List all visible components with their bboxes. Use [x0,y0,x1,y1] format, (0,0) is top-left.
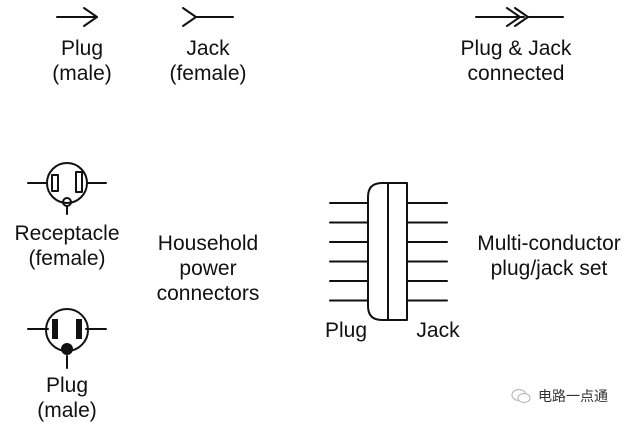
connected-label: Plug & Jack connected [440,36,592,86]
jack-label: Jack (female) [158,36,258,86]
plug-symbol [56,7,98,27]
household-plug-label: Plug (male) [25,373,109,423]
plug-label-line1: Plug [60,37,104,60]
watermark: 电路一点通 [510,386,608,406]
multiconductor-jack-label-text: Jack [416,319,460,342]
plug-left-blade [52,319,58,339]
connected-label-line1: Plug & Jack [460,37,572,60]
wechat-icon [511,388,531,404]
multiconductor-body [367,182,408,321]
receptacle-symbol [27,162,107,215]
receptacle-body [46,162,88,204]
household-caption-line3: connectors [156,282,260,305]
plug-label: Plug (male) [40,36,124,86]
plug-right-blade [76,319,82,339]
plug-label-line2: (male) [52,62,112,85]
household-plug-symbol [27,308,107,369]
jack-symbol-chevron [182,7,197,27]
receptacle-label-line2: (female) [28,247,106,270]
multiconductor-caption-line2: plug/jack set [490,257,608,280]
receptacle-label: Receptacle (female) [4,221,130,271]
household-caption: Household power connectors [140,231,276,306]
multiconductor-plug-label-text: Plug [324,319,368,342]
connected-label-line2: connected [467,62,565,85]
multiconductor-caption-line1: Multi-conductor [477,232,621,255]
connected-symbol [475,7,564,27]
receptacle-right-slot [75,171,83,193]
multiconductor-caption: Multi-conductor plug/jack set [462,231,636,281]
household-plug-label-line1: Plug [45,374,89,397]
household-caption-line2: power [179,257,237,280]
connected-symbol-arrowhead [506,7,521,27]
jack-symbol [182,7,234,27]
jack-label-line1: Jack [186,37,230,60]
household-plug-label-line2: (male) [37,399,97,422]
jack-label-line2: (female) [169,62,247,85]
plug-symbol-arrowhead [83,7,98,27]
watermark-text: 电路一点通 [538,388,608,404]
plug-ground-pin [61,343,73,355]
multiconductor-jack-label: Jack [408,318,468,343]
conductor-lines [329,202,448,302]
household-caption-line1: Household [157,232,259,255]
receptacle-label-line1: Receptacle [14,222,120,245]
multiconductor-symbol [329,182,448,321]
multiconductor-plug-label: Plug [318,318,374,343]
receptacle-left-slot [51,174,59,192]
